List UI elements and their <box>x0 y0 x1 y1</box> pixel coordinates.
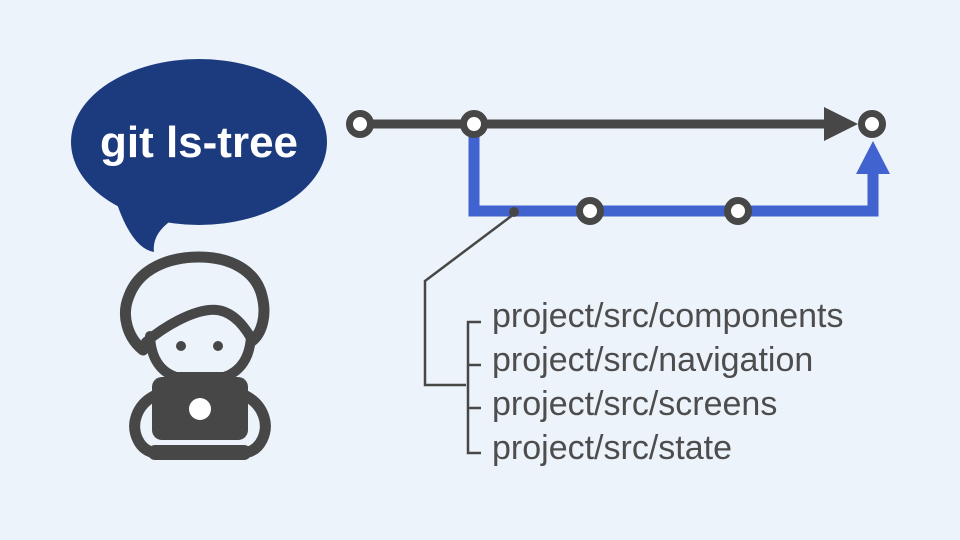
bubble-label: git ls-tree <box>99 118 299 167</box>
git-graph-icon <box>346 107 890 225</box>
tree-path-item: project/src/navigation <box>492 341 814 379</box>
speech-bubble <box>71 59 327 252</box>
commit-node-1 <box>346 110 374 138</box>
person-at-laptop-icon <box>120 251 271 460</box>
feature-branch-arrowhead <box>856 141 890 174</box>
commit-node-head <box>858 110 886 138</box>
person-face <box>145 331 256 382</box>
tree-bracket <box>466 320 481 455</box>
callout-line <box>423 213 515 387</box>
branch-commit-node-2 <box>724 197 752 225</box>
tree-path-item: project/src/screens <box>492 385 778 423</box>
person-eye-right <box>213 341 223 351</box>
branch-commit-node-1 <box>576 197 604 225</box>
commit-node-2 <box>460 110 488 138</box>
speech-bubble-body <box>71 59 327 225</box>
tree-path-item: project/src/state <box>492 429 732 467</box>
laptop-logo <box>189 398 211 420</box>
tree-path-list: project/src/components project/src/navig… <box>492 294 844 470</box>
laptop-base <box>148 445 251 460</box>
person-hair <box>120 251 270 356</box>
callout <box>423 213 515 455</box>
feature-branch-line <box>468 127 879 217</box>
tree-path-item: project/src/components <box>492 297 844 335</box>
person-hair-fringe <box>141 304 256 347</box>
person-eye-left <box>176 341 186 351</box>
main-branch-arrowhead <box>824 107 858 141</box>
